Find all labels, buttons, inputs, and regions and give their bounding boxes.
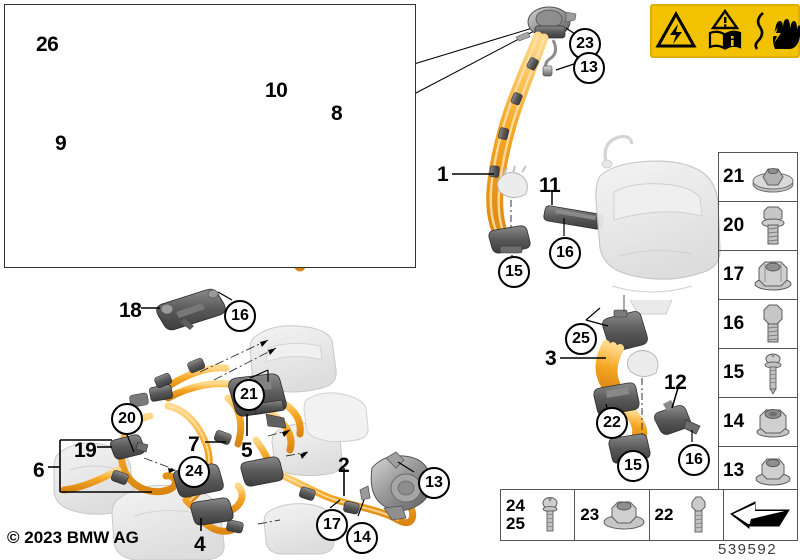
flange-nut-icon bbox=[749, 455, 797, 487]
flange-nut-icon bbox=[599, 498, 648, 532]
charging-socket-detail-frame bbox=[4, 4, 416, 268]
callout-6: 6 bbox=[33, 459, 45, 482]
callout-2: 2 bbox=[338, 454, 350, 477]
bottom-leaders bbox=[48, 339, 365, 531]
fastener-legend-item: 13 bbox=[719, 447, 797, 495]
washer-nut-icon bbox=[749, 160, 797, 194]
fastener-legend-item: 22 bbox=[650, 490, 724, 540]
fastener-legend-row: 24 25 23 bbox=[500, 489, 798, 541]
fastener-number: 24 bbox=[506, 496, 525, 516]
hex-bolt-icon bbox=[749, 303, 797, 345]
circled-callout-21: 21 bbox=[233, 379, 265, 411]
callout-26: 26 bbox=[36, 33, 59, 56]
callout-11: 11 bbox=[539, 174, 561, 197]
fastener-legend-item: 16 bbox=[719, 300, 797, 349]
diagram-number: 539592 bbox=[718, 541, 778, 558]
harness-1-grommet bbox=[497, 165, 528, 198]
flange-bolt-icon bbox=[749, 205, 797, 247]
circled-callout-24: 24 bbox=[178, 456, 210, 488]
fastener-legend-item: 15 bbox=[719, 349, 797, 398]
circled-callout-15: 15 bbox=[617, 450, 649, 482]
harness-1-connector-head bbox=[515, 6, 577, 42]
harness-3-top-connector bbox=[602, 309, 648, 352]
circled-callout-16: 16 bbox=[678, 444, 710, 476]
electric-shock-hand-icon bbox=[751, 10, 800, 52]
callout-18: 18 bbox=[119, 299, 142, 322]
circled-callout-20: 20 bbox=[111, 403, 143, 435]
fastener-number: 22 bbox=[654, 505, 674, 525]
fastener-number: 20 bbox=[723, 215, 745, 236]
part-11-rail bbox=[543, 205, 604, 230]
fastener-legend-item: 17 bbox=[719, 251, 797, 300]
fastener-legend-item: 21 bbox=[719, 153, 797, 202]
callout-3: 3 bbox=[545, 347, 557, 370]
circled-callout-15: 15 bbox=[498, 256, 530, 288]
copyright-notice: © 2023 BMW AG bbox=[7, 528, 139, 547]
fastener-legend-item: 20 bbox=[719, 202, 797, 251]
circled-callout-16: 16 bbox=[549, 237, 581, 269]
circled-callout-14: 14 bbox=[346, 522, 378, 554]
callout-8: 8 bbox=[331, 102, 343, 125]
hex-nut-flange-icon bbox=[749, 258, 797, 292]
warning-manual-icon bbox=[702, 8, 748, 52]
high-voltage-triangle-icon bbox=[653, 10, 699, 52]
fastener-number: 14 bbox=[723, 411, 745, 432]
fastener-legend-column: 21 20 bbox=[718, 152, 798, 490]
circled-callout-16: 16 bbox=[224, 300, 256, 332]
fastener-number-group: 24 25 bbox=[506, 497, 525, 533]
callout-1: 1 bbox=[437, 163, 449, 186]
collar-nut-icon bbox=[749, 405, 797, 439]
harness-1-clamps bbox=[489, 57, 539, 178]
hv-harness-1 bbox=[452, 6, 581, 266]
fastener-number-group: 22 bbox=[655, 506, 674, 524]
torx-screw-icon bbox=[749, 351, 797, 395]
fastener-number: 17 bbox=[723, 264, 745, 285]
ghost-electric-motor bbox=[595, 134, 721, 315]
fastener-number: 23 bbox=[580, 505, 600, 525]
fastener-number: 15 bbox=[723, 362, 745, 383]
inset-pointer-lines bbox=[413, 26, 537, 95]
part-12-bracket bbox=[654, 400, 701, 435]
callout-5: 5 bbox=[241, 439, 253, 462]
hex-bolt-long-icon bbox=[673, 494, 722, 536]
fastener-legend-item: 24 25 bbox=[501, 490, 576, 540]
circled-callout-17: 17 bbox=[316, 509, 348, 541]
harness-3-grommet bbox=[627, 350, 659, 377]
callout-7: 7 bbox=[188, 433, 200, 456]
circled-callout-13: 13 bbox=[573, 52, 605, 84]
fastener-number-group: 23 bbox=[580, 506, 599, 524]
torx-screw-icon bbox=[525, 495, 574, 535]
circled-callout-25: 25 bbox=[565, 323, 597, 355]
callout-9: 9 bbox=[55, 132, 67, 155]
circled-callout-13: 13 bbox=[418, 467, 450, 499]
callout-10: 10 bbox=[265, 79, 288, 102]
callout-19: 19 bbox=[74, 439, 97, 462]
direction-arrow-icon bbox=[724, 498, 797, 532]
fastener-legend-item bbox=[724, 490, 797, 540]
fastener-legend-item: 23 bbox=[575, 490, 650, 540]
high-voltage-warning-label bbox=[650, 4, 800, 58]
bottom-wiring-connectors bbox=[110, 357, 360, 534]
fastener-number: 21 bbox=[723, 166, 745, 187]
circled-callout-22: 22 bbox=[596, 407, 628, 439]
fastener-number: 16 bbox=[723, 313, 745, 334]
fastener-number: 25 bbox=[506, 514, 525, 533]
callout-4: 4 bbox=[194, 533, 206, 556]
harness-1-end-connector bbox=[488, 225, 531, 254]
callout-12: 12 bbox=[664, 371, 687, 394]
fastener-number: 13 bbox=[723, 460, 745, 481]
part-18-bracket bbox=[156, 288, 226, 331]
fastener-legend-item: 14 bbox=[719, 398, 797, 447]
